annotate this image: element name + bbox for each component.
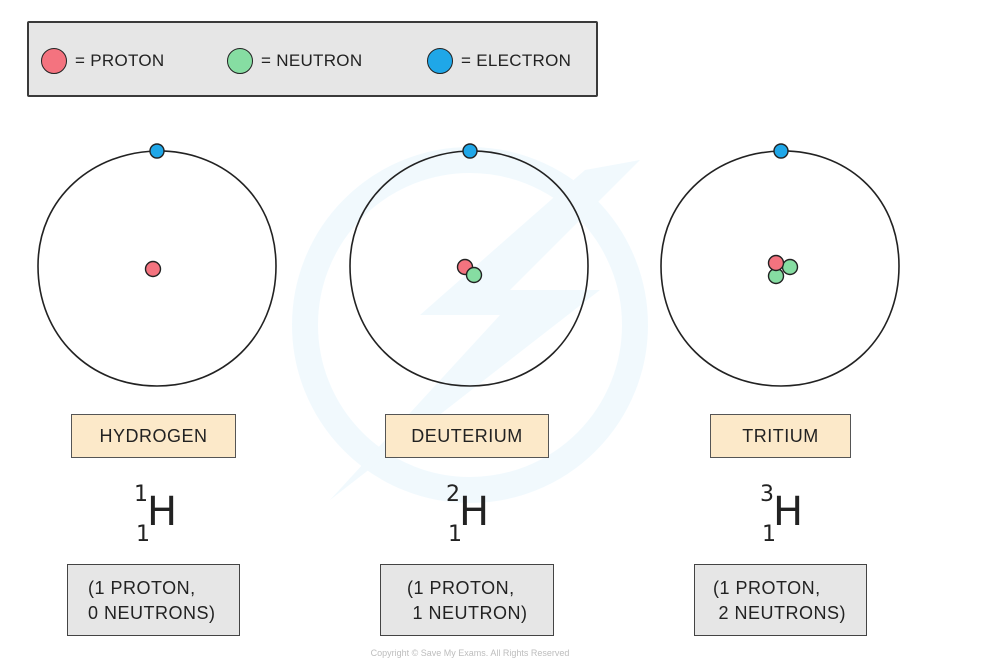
electron	[773, 143, 789, 159]
legend-item-neutron: = NEUTRON	[227, 23, 362, 99]
legend-item-electron: = ELECTRON	[427, 23, 571, 99]
atomic-number: 1	[762, 522, 776, 547]
neutron	[465, 266, 483, 284]
electron	[462, 143, 478, 159]
atomic-number: 1	[136, 522, 150, 547]
atomic-number: 1	[448, 522, 462, 547]
legend-box: = PROTON = NEUTRON = ELECTRON	[27, 21, 598, 97]
neutron	[781, 258, 799, 276]
element-symbol: H	[147, 489, 178, 535]
mass-number: 3	[760, 482, 774, 507]
name-box-tritium: TRITIUM	[710, 414, 851, 458]
proton-icon	[41, 48, 67, 74]
info-box-deuterium: (1 PROTON, 1 NEUTRON)	[380, 564, 554, 636]
proton	[767, 254, 785, 272]
legend-label-neutron: = NEUTRON	[261, 51, 363, 70]
isotope-notation-hydrogen: 1 H 1	[134, 482, 194, 547]
name-box-hydrogen: HYDROGEN	[71, 414, 236, 458]
proton	[144, 260, 162, 278]
electron	[149, 143, 165, 159]
info-line: 1 NEUTRON)	[407, 603, 528, 623]
legend-label-proton: = PROTON	[75, 51, 165, 70]
deuterium-atom	[349, 143, 589, 387]
element-symbol: H	[773, 489, 804, 535]
electron-orbit	[660, 150, 900, 387]
mass-number: 2	[446, 482, 460, 507]
legend-item-proton: = PROTON	[41, 23, 164, 99]
info-line: (1 PROTON,	[713, 578, 821, 598]
info-line: 2 NEUTRONS)	[713, 603, 847, 623]
electron-orbit	[37, 150, 277, 387]
tritium-atom	[660, 143, 900, 387]
mass-number: 1	[134, 482, 148, 507]
name-box-deuterium: DEUTERIUM	[385, 414, 549, 458]
isotope-notation-deuterium: 2 H 1	[446, 482, 506, 547]
isotope-notation-tritium: 3 H 1	[760, 482, 820, 547]
info-box-hydrogen: (1 PROTON, 0 NEUTRONS)	[67, 564, 240, 636]
element-symbol: H	[459, 489, 490, 535]
electron-orbit	[349, 150, 589, 387]
info-line: (1 PROTON,	[407, 578, 515, 598]
info-line: 0 NEUTRONS)	[88, 603, 216, 623]
copyright-notice: Copyright © Save My Exams. All Rights Re…	[370, 648, 570, 658]
watermark-logo	[292, 147, 648, 503]
legend-label-electron: = ELECTRON	[461, 51, 572, 70]
info-box-tritium: (1 PROTON, 2 NEUTRONS)	[694, 564, 867, 636]
neutron-icon	[227, 48, 253, 74]
hydrogen-atom	[37, 143, 277, 387]
info-line: (1 PROTON,	[88, 578, 196, 598]
electron-icon	[427, 48, 453, 74]
